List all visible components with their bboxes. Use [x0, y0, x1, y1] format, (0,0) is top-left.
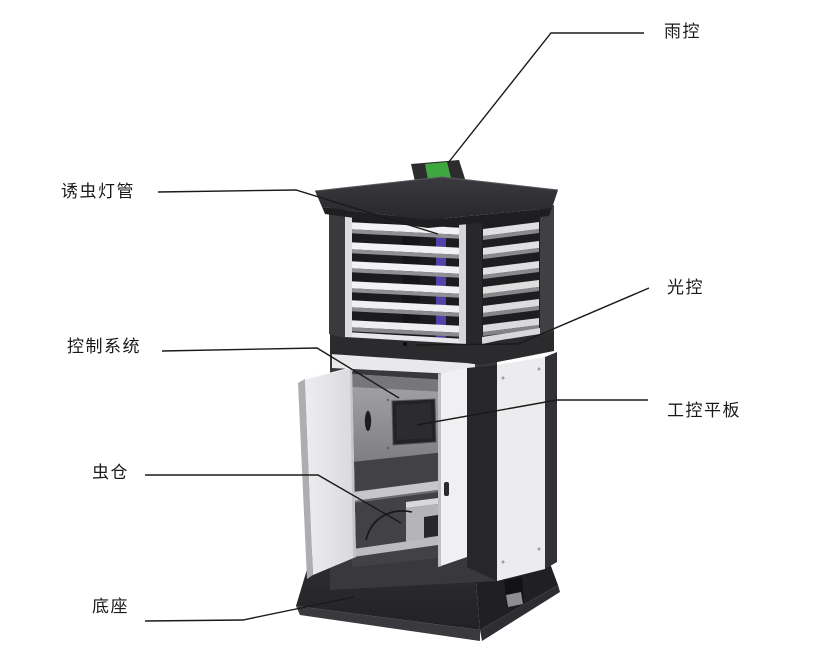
leader-line-base [144, 596, 355, 622]
leader-line-light-control [415, 287, 650, 346]
cabinet-right-panel [497, 357, 545, 581]
leader-line-insect-chamber [145, 474, 402, 524]
roof-top-edge [314, 176, 559, 192]
louver-left-sill [345, 332, 466, 344]
base-front-bevel [296, 606, 480, 641]
left-door-face [305, 368, 356, 575]
label-insect-chamber: 虫仓 [92, 463, 129, 482]
left-door-inner-edge [350, 368, 356, 558]
base-right-bevel [480, 585, 560, 641]
cabinet-right-post [545, 352, 557, 569]
louver-left-post [329, 206, 345, 338]
chamber-rail-top-edge [353, 489, 445, 503]
rain-sensor-green-panel [425, 162, 451, 180]
right-door-edge [438, 373, 441, 567]
interior-latch-hole [364, 410, 372, 432]
label-control-system: 控制系统 [67, 337, 141, 356]
chamber-rail-bottom [353, 536, 445, 557]
base-handle-slot-light [506, 592, 523, 607]
right-door-face [438, 368, 467, 567]
cabinet-top-strip [332, 353, 475, 375]
louver-left-frame-strip [345, 213, 352, 337]
tablet-screen-inner [396, 403, 432, 440]
cabinet [298, 352, 557, 590]
lamp-tube [436, 222, 446, 338]
inner-post-shadow [402, 222, 420, 336]
louver-right-post [540, 205, 554, 335]
right-door [438, 368, 467, 567]
left-door [298, 367, 356, 579]
interior-header-shadow [352, 374, 445, 392]
louver-box [329, 205, 554, 345]
label-rain-control: 雨控 [664, 22, 701, 41]
chamber-rail-top [353, 480, 445, 501]
label-base: 底座 [92, 597, 129, 616]
louver-corner-post [466, 215, 482, 345]
louver-slats-right [483, 222, 539, 336]
leader-line-lamp-tube [157, 189, 439, 235]
chamber-device-top [406, 497, 446, 508]
label-light-control: 光控 [667, 278, 704, 297]
left-door-edge [298, 379, 313, 579]
right-door-handle [444, 482, 449, 496]
louver-left-frame-strip2 [459, 219, 466, 343]
roof-top [315, 177, 558, 220]
roof-under-rim [322, 207, 552, 228]
roof-cap [314, 160, 559, 228]
cabinet-panel-screws [501, 367, 541, 564]
light-sensor-dot [403, 342, 407, 346]
louver-right-sill [482, 328, 540, 343]
label-lamp-tube: 诱虫灯管 [61, 182, 135, 201]
cabinet-corner-shadow [467, 365, 497, 581]
leader-line-rain-control [447, 32, 644, 164]
cabinet-interior [352, 374, 446, 567]
leader-line-control-system [161, 347, 400, 399]
insect-chamber [352, 452, 446, 567]
leader-lines [144, 32, 650, 622]
label-industrial-tablet: 工控平板 [667, 401, 741, 420]
louver-slats-left [346, 222, 465, 337]
leader-line-industrial-tablet [416, 399, 648, 426]
chamber-cable [365, 510, 413, 541]
